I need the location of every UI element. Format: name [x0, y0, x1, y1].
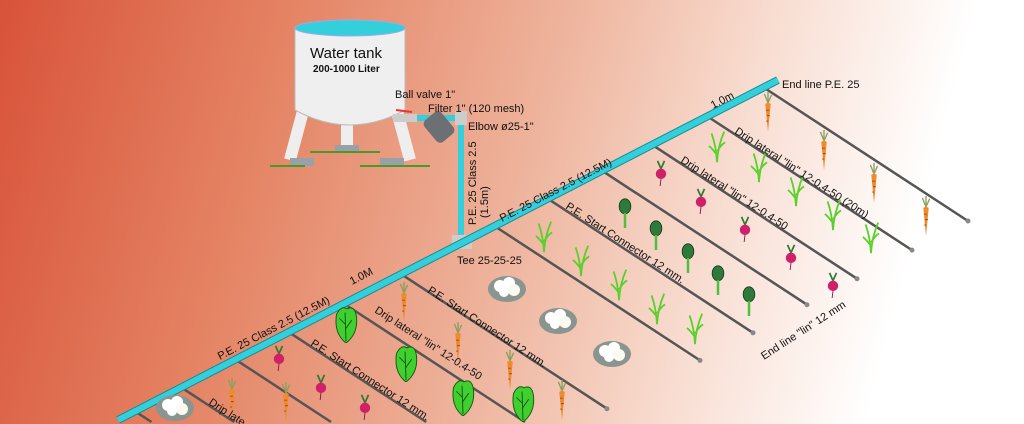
carrot-icon — [399, 282, 409, 322]
upper-main-pipe-label: P.E. 25 Class 2.5 (12.5M) — [498, 157, 614, 225]
filter — [423, 111, 455, 143]
lower-spacing-label: 1.0M — [348, 266, 375, 288]
drip-lateral-line — [706, 115, 913, 252]
riser-label: P.E. 25 Class 2.5 — [467, 141, 479, 225]
sprout-icon — [648, 292, 666, 326]
drip-lateral-line — [344, 303, 526, 424]
lettuce-icon — [452, 380, 475, 416]
elbow — [455, 111, 467, 125]
ball-valve-label: Ball valve 1" — [395, 89, 455, 101]
lateral-end-cap — [909, 247, 915, 253]
drip-laterals — [136, 85, 971, 424]
carrot-icon — [819, 130, 829, 170]
water-tank: Water tank 200-1000 Liter — [270, 19, 430, 167]
tank-title: Water tank — [310, 45, 382, 62]
drip-lateral-line — [401, 273, 608, 410]
beet-icon — [358, 394, 372, 420]
riser-pipe — [458, 125, 464, 237]
cauliflower-icon — [539, 308, 577, 334]
drip-lateral-line — [289, 331, 427, 424]
drip-lateral-line — [651, 143, 858, 280]
artichoke-icon — [710, 265, 726, 295]
tank-body — [294, 27, 406, 126]
main-pipe — [116, 77, 780, 423]
carrot-icon — [281, 382, 291, 422]
tank-foot — [290, 158, 314, 166]
drip-lateral-line — [236, 359, 332, 424]
tank-foot — [335, 145, 359, 152]
end-line-main-label: End line P.E. 25 — [782, 79, 859, 91]
sprout-icon — [686, 312, 704, 346]
beet-icon — [738, 216, 752, 242]
lateral-end-cap — [854, 276, 860, 282]
carrot-icon — [921, 196, 931, 236]
beet-icon — [826, 272, 840, 298]
drip-lateral-line — [136, 411, 153, 424]
lower-drip-lateral-label-2: Drip late — [206, 396, 247, 424]
artichoke-icon — [680, 243, 696, 273]
artichoke-icon — [617, 198, 633, 228]
lateral-end-line-label: End line "lin" 12 mm — [759, 299, 848, 363]
tank-foot — [380, 158, 404, 166]
drip-lateral-line — [547, 197, 754, 334]
carrot-icon — [763, 92, 773, 132]
sprout-icon — [535, 220, 553, 254]
beet-icon — [784, 244, 798, 270]
upper-drip-lateral-label-1: Drip lateral "lin" 12-0.4-50 — [678, 154, 790, 232]
lateral-end-cap — [604, 406, 610, 412]
lateral-end-cap — [804, 302, 810, 308]
lateral-end-cap — [965, 218, 971, 224]
riser-length-label: (1.5m) — [479, 186, 491, 218]
lettuce-icon — [395, 346, 418, 382]
valve-handle — [395, 109, 413, 113]
lateral-end-cap — [750, 330, 756, 336]
carrot-icon — [557, 380, 567, 420]
drip-lateral-line — [494, 225, 701, 362]
drip-lateral-line — [762, 85, 969, 223]
beet-icon — [694, 188, 708, 214]
tank-water-surface — [294, 19, 406, 37]
ball-valve — [393, 114, 417, 122]
cauliflower-icon — [593, 341, 631, 367]
drip-lateral-line — [601, 169, 808, 306]
artichoke-icon — [648, 220, 664, 250]
lower-main-pipe-label: P.E. 25 Class 2.5 (12.5M) — [216, 295, 332, 363]
carrot-icon — [505, 350, 515, 390]
sprout-icon — [708, 130, 726, 164]
elbow-label: Elbow ø25-1" — [468, 121, 534, 133]
carrot-icon — [869, 163, 879, 203]
sprout-icon — [862, 221, 880, 255]
drip-lateral-line — [182, 387, 235, 424]
sprout-icon — [610, 268, 628, 302]
lettuce-icon — [335, 307, 358, 343]
lateral-end-cap — [697, 357, 703, 363]
sprout-icon — [572, 244, 590, 278]
tank-capacity: 200-1000 Liter — [313, 64, 380, 75]
artichoke-icon — [741, 286, 757, 316]
beet-icon — [654, 160, 668, 186]
filter-label: Filter 1" (120 mesh) — [428, 103, 524, 115]
tee-label: Tee 25-25-25 — [457, 255, 522, 267]
grass — [270, 151, 430, 167]
beet-icon — [272, 345, 286, 371]
cauliflower-icon — [488, 276, 526, 302]
cauliflower-icon — [156, 395, 194, 421]
beet-icon — [314, 374, 328, 400]
